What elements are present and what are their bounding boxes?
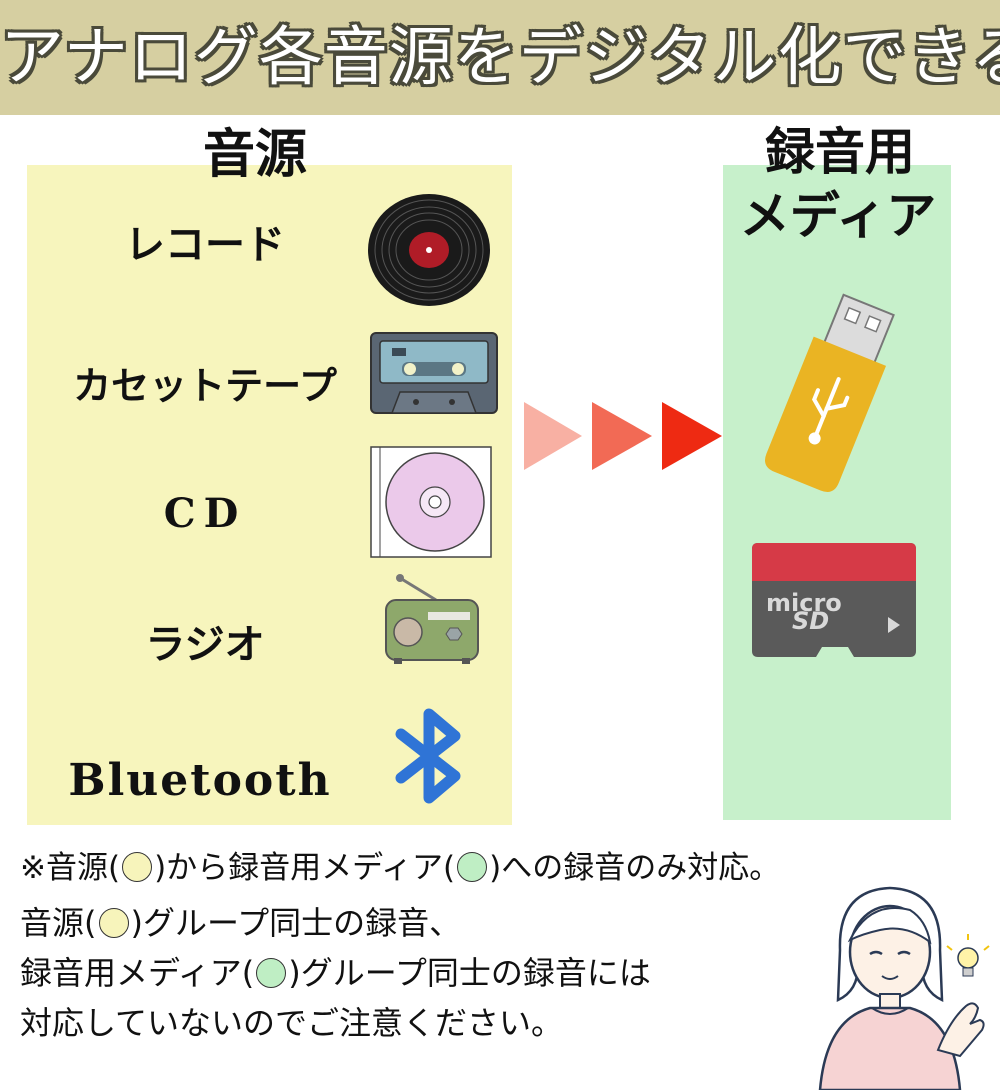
note-text: )から録音用メディア(: [154, 850, 456, 886]
source-label-cd: CD: [163, 490, 247, 537]
microsd-card-text-sd: SD: [792, 607, 829, 635]
note-line-2: 音源( )グループ同士の録音、: [20, 898, 461, 944]
media-heading-sub: メディア: [739, 187, 937, 245]
note-text: 音源(: [20, 904, 97, 942]
cd-disc-icon: [370, 446, 492, 558]
note-text: )への録音のみ対応。: [489, 850, 781, 886]
source-label-bluetooth: Bluetooth: [68, 755, 332, 806]
source-label-radio: ラジオ: [145, 621, 265, 668]
source-heading: 音源: [202, 125, 307, 185]
title-bar: [0, 0, 1000, 115]
bluetooth-icon: [395, 708, 461, 804]
microsd-card-icon: micro SD: [752, 543, 916, 657]
arrow-light-icon: [524, 402, 582, 470]
arrow-dark-icon: [662, 402, 722, 470]
note-line-3: 録音用メディア( )グループ同士の録音には: [20, 948, 651, 994]
note-line-4: 対応していないのでご注意ください。: [20, 1004, 564, 1042]
yellow-circle-icon: [122, 852, 153, 882]
vinyl-record-icon: [368, 194, 490, 306]
source-label-cassette: カセットテープ: [73, 363, 337, 408]
note-text: )グループ同士の録音、: [130, 904, 462, 942]
media-heading: 録音用: [765, 123, 915, 181]
note-text: 録音用メディア(: [20, 954, 255, 992]
yellow-circle-icon: [98, 908, 129, 938]
note-text: )グループ同士の録音には: [288, 954, 651, 992]
arrow-group: [524, 402, 722, 470]
woman-illustration: [818, 886, 990, 1090]
media-panel: [723, 165, 951, 820]
cassette-tape-icon: [370, 332, 498, 414]
page-title: アナログ各音源をデジタル化できる: [0, 21, 1000, 95]
source-label-record: レコード: [125, 221, 285, 268]
green-circle-icon: [256, 958, 287, 988]
radio-icon: [385, 574, 479, 664]
note-line-1: ※音源( )から録音用メディア( )への録音のみ対応。: [20, 842, 780, 887]
arrow-medium-icon: [592, 402, 652, 470]
play-triangle-icon: [888, 617, 900, 633]
note-text: ※音源(: [20, 850, 121, 886]
green-circle-icon: [457, 852, 488, 882]
usb-flash-drive-icon: [765, 293, 895, 492]
microsd-card-text-micro: micro: [766, 589, 842, 617]
